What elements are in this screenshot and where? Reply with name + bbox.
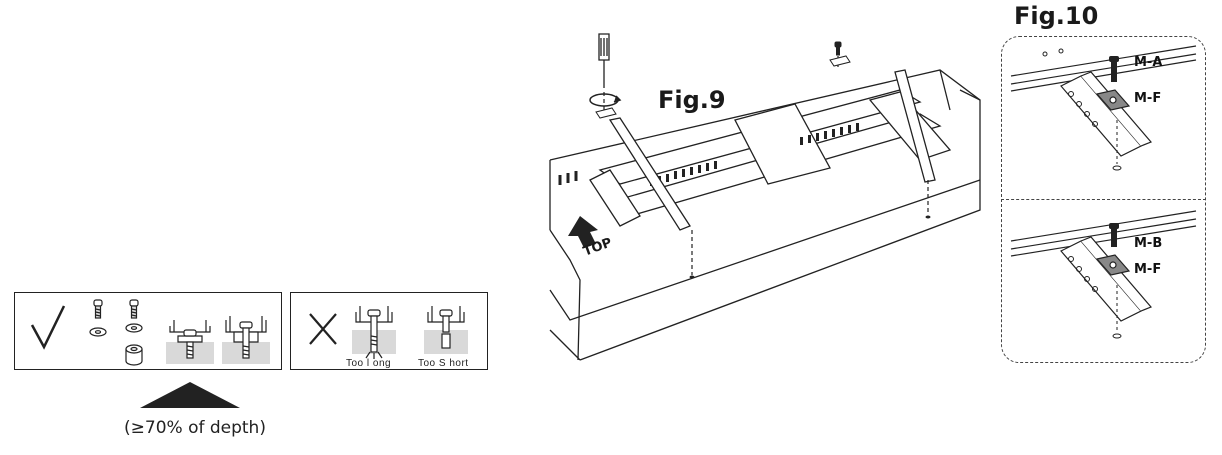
upper-screw-label: M-A: [1134, 55, 1163, 70]
top-screw-icon: [829, 41, 851, 67]
screw-washer-icon: [89, 299, 107, 337]
cross-icon: [309, 313, 337, 345]
screw-holes: [689, 215, 931, 279]
lower-detail: [1010, 210, 1197, 322]
screw-spacer-icon: [125, 299, 143, 366]
lower-screw-label: M-B: [1134, 236, 1163, 251]
too-long-screw-icon: [352, 306, 396, 359]
depth-note: (≥70% of depth): [124, 418, 266, 438]
check-icon: [30, 305, 66, 350]
installed-screw-icon: [222, 316, 270, 364]
upper-detail: [1010, 45, 1197, 157]
correct-panel: [14, 292, 282, 370]
wrong-panel: [290, 292, 488, 370]
rotate-icon: [589, 93, 622, 107]
screwdriver-icon: [598, 33, 610, 88]
upper-screw-icon: [1109, 56, 1119, 82]
too-short-screw-icon: [424, 306, 468, 354]
fig9-drawing: [549, 33, 981, 361]
vent-slots: [558, 171, 578, 185]
left-screw-washer-icon: [595, 107, 617, 119]
fig10-title: Fig.10: [1014, 2, 1099, 30]
screw-guide: Too l ong Too S hort: [14, 292, 490, 372]
fig9-title: Fig.9: [658, 86, 726, 114]
too-short-label: Too S hort: [418, 358, 469, 369]
screw-guide-drawing: [30, 299, 468, 366]
lower-rail-holes: [1068, 256, 1098, 292]
fig10-divider: [1001, 199, 1206, 200]
lower-screw-icon: [1109, 223, 1119, 247]
upper-rail-holes: [1042, 48, 1098, 127]
installed-screw-icon: [166, 320, 214, 364]
mounting-arms: [608, 69, 936, 231]
upper-plate-label: M-F: [1134, 91, 1162, 106]
tv-back-panel: [549, 69, 981, 361]
lower-plate-label: M-F: [1134, 262, 1162, 277]
fig10-drawing: [1010, 45, 1197, 339]
top-arrow-icon: [568, 216, 598, 248]
too-long-label: Too l ong: [346, 358, 392, 369]
depth-arrow-icon: [140, 382, 240, 408]
